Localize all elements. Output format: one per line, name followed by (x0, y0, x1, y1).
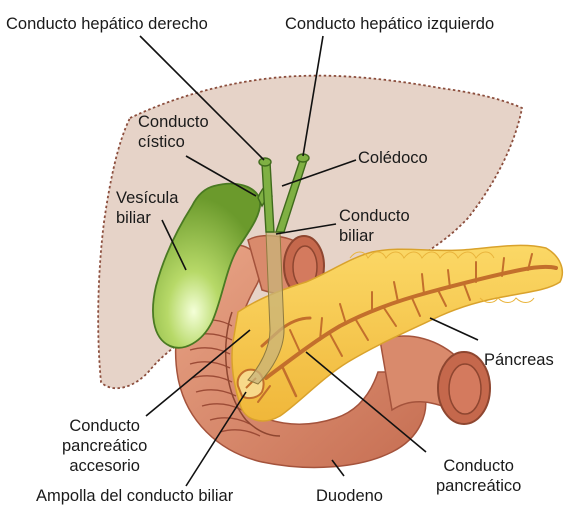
label-pancreatic-duct: Conducto pancreático (436, 456, 521, 496)
label-pancreas: Páncreas (484, 350, 554, 370)
label-gallbladder-line2: biliar (116, 208, 178, 228)
label-gallbladder-line1: Vesícula (116, 188, 178, 208)
label-common-hepatic-duct: Colédoco (358, 148, 428, 168)
duodenum-lumen-right (449, 364, 481, 414)
label-cystic-duct-line1: Conducto (138, 112, 209, 132)
label-bile-duct-line1: Conducto (339, 206, 410, 226)
label-accessory-pancreatic-duct: Conducto pancreático accesorio (62, 416, 147, 476)
label-ampulla: Ampolla del conducto biliar (36, 486, 233, 506)
label-accessory-line1: Conducto (62, 416, 147, 436)
label-left-hepatic-duct: Conducto hepático izquierdo (285, 14, 494, 34)
label-accessory-line3: accesorio (62, 456, 147, 476)
label-duodenum: Duodeno (316, 486, 383, 506)
label-cystic-duct-line2: cístico (138, 132, 209, 152)
label-bile-duct-line2: biliar (339, 226, 410, 246)
label-gallbladder: Vesícula biliar (116, 188, 178, 228)
label-pancreatic-duct-line1: Conducto (436, 456, 521, 476)
label-bile-duct: Conducto biliar (339, 206, 410, 246)
label-cystic-duct: Conducto cístico (138, 112, 209, 152)
label-right-hepatic-duct: Conducto hepático derecho (6, 14, 208, 34)
label-accessory-line2: pancreático (62, 436, 147, 456)
label-pancreatic-duct-line2: pancreático (436, 476, 521, 496)
